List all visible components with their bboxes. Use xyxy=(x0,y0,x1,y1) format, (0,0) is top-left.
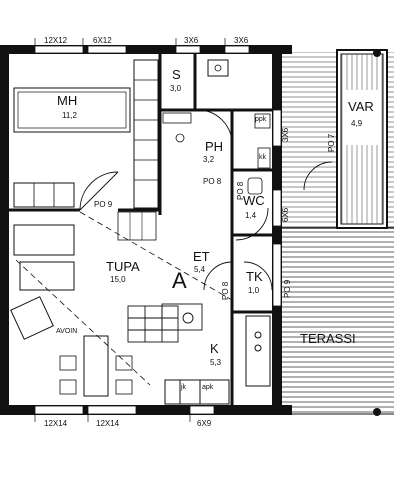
window-label: 3X6 xyxy=(184,36,199,45)
window-label: 6X9 xyxy=(197,419,212,428)
window-label: 6X12 xyxy=(93,36,112,45)
room-name-mh: MH xyxy=(57,93,78,108)
room-name-var: VAR xyxy=(348,99,374,114)
room-name-s: S xyxy=(172,67,181,82)
exterior-walls xyxy=(0,45,292,415)
room-area-s: 3,0 xyxy=(170,84,182,93)
toilet xyxy=(247,177,263,195)
door-label: PO 8 xyxy=(236,181,245,200)
room-area-mh: 11,2 xyxy=(62,111,77,120)
window-label: 12X12 xyxy=(44,36,68,45)
jk-label: jk xyxy=(181,384,187,391)
window-label: 12X14 xyxy=(44,419,68,428)
room-name-tupa: TUPA xyxy=(106,259,140,274)
bed xyxy=(13,87,131,133)
sauna-stove xyxy=(207,59,229,77)
window-label: 6X6 xyxy=(281,207,290,222)
room-area-tk: 1,0 xyxy=(248,286,260,295)
room-name-wc: WC xyxy=(243,193,265,208)
ppk-label: ppk xyxy=(255,116,267,123)
room-area-et: 5,4 xyxy=(194,265,206,274)
door-label: PO 8 xyxy=(203,177,222,186)
apk-label: apk xyxy=(202,384,214,391)
door-label: PO 9 xyxy=(283,279,292,298)
room-name-ph: PH xyxy=(205,139,224,154)
armchair xyxy=(10,296,54,340)
door-swings xyxy=(79,109,333,291)
door-label: PO 9 xyxy=(94,200,113,209)
interior-walls xyxy=(9,54,272,410)
kitchen-counter xyxy=(164,315,271,405)
door-label: PO 8 xyxy=(221,281,230,300)
door-label: PO 7 xyxy=(327,133,336,152)
room-area-tupa: 15,0 xyxy=(110,275,126,284)
fireplace xyxy=(127,303,203,343)
room-name-et: ET xyxy=(193,249,210,264)
window-label: 3X6 xyxy=(234,36,249,45)
kk-label: kk xyxy=(259,154,266,161)
room-name-tk: TK xyxy=(246,269,263,284)
window-label: 12X14 xyxy=(96,419,120,428)
room-area-var: 4,9 xyxy=(351,119,363,128)
sofa xyxy=(13,224,75,256)
window-label: 3X6 xyxy=(281,127,290,142)
room-name-k: K xyxy=(210,341,219,356)
section-mark: A xyxy=(172,268,187,293)
room-area-ph: 3,2 xyxy=(203,155,215,164)
open-label: AVOIN xyxy=(56,328,78,335)
room-area-wc: 1,4 xyxy=(245,211,257,220)
room-area-k: 5,3 xyxy=(210,358,222,367)
dining-table xyxy=(83,335,109,397)
room-name-terassi: TERASSI xyxy=(300,331,356,346)
